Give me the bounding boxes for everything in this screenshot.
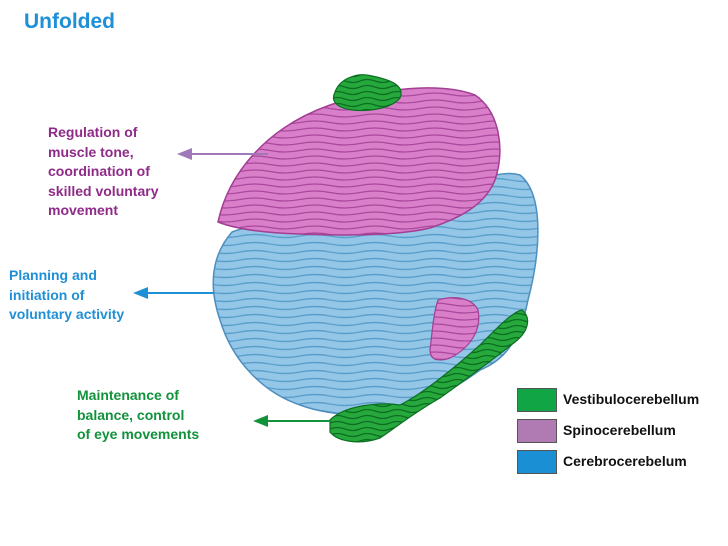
- cerebrocerebellum-function-label: Planning and initiation of voluntary act…: [9, 267, 125, 322]
- legend-label-vestibulocerebellum: Vestibulocerebellum: [563, 391, 700, 407]
- arrow-spino: [177, 148, 268, 160]
- legend-swatch-cerebrocerebelum: [517, 450, 557, 474]
- legend-label-spinocerebellum: Spinocerebellum: [563, 422, 676, 438]
- vestibulocerebellum-top-region: [332, 74, 402, 112]
- legend-swatch-spinocerebellum: [517, 419, 557, 443]
- spinocerebellum-function-label: Regulation of muscle tone, coordination …: [48, 124, 159, 218]
- arrow-vestib: [253, 415, 330, 427]
- legend-swatch-vestibulocerebellum: [517, 388, 557, 412]
- spinocerebellum-lower-region: [429, 297, 480, 361]
- arrow-cerebro: [133, 287, 214, 299]
- vestibulocerebellum-bottom-region: [329, 309, 529, 443]
- spinocerebellum-region: [217, 87, 501, 236]
- vestibulocerebellum-function-label: Maintenance of balance, control of eye m…: [77, 387, 200, 442]
- diagram-title: Unfolded: [24, 10, 115, 33]
- legend-label-cerebrocerebelum: Cerebrocerebelum: [563, 453, 687, 469]
